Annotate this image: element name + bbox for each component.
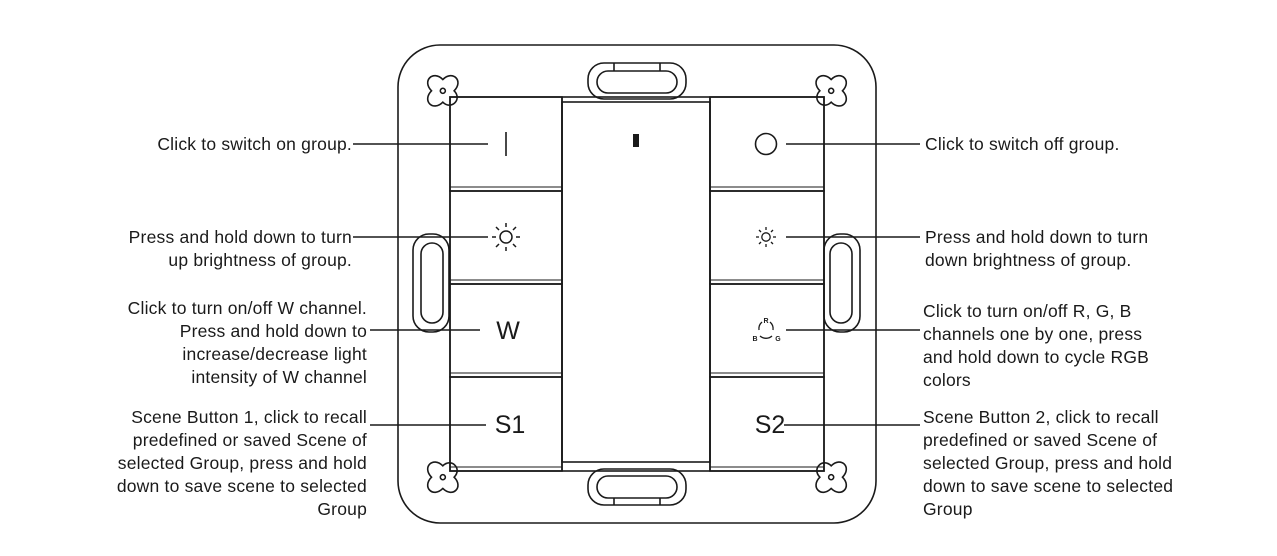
led-indicator: [633, 134, 639, 147]
rgb-letter-b: B: [752, 336, 757, 343]
rgb-letter-r: R: [763, 318, 768, 325]
off-circle-icon: [754, 132, 778, 156]
w-button-glyph[interactable]: W: [496, 317, 520, 345]
label-w-channel: Click to turn on/off W channel. Press an…: [127, 298, 367, 387]
s1-button-shape: [449, 376, 563, 472]
label-on: Click to switch on group.: [157, 134, 352, 154]
s2-button-shape: [709, 376, 825, 472]
s2-button-glyph[interactable]: S2: [755, 411, 786, 439]
outer-plate: [397, 44, 877, 524]
label-scene2: Scene Button 2, click to recall predefin…: [923, 407, 1174, 519]
s1-button-glyph[interactable]: S1: [495, 411, 526, 439]
right-side-slot: [823, 233, 861, 333]
label-off: Click to switch off group.: [925, 134, 1120, 154]
label-brightness-down: Press and hold down to turn down brightn…: [925, 227, 1149, 270]
corner-mount-top-right: [815, 74, 848, 107]
center-column: [561, 101, 711, 463]
label-scene1: Scene Button 1, click to recall predefin…: [116, 407, 367, 519]
left-side-slot: [412, 233, 450, 333]
sun-small-icon: [756, 227, 776, 247]
sun-large-icon: [492, 223, 520, 251]
top-slot: [587, 62, 687, 100]
label-rgb-channel: Click to turn on/off R, G, B channels on…: [923, 301, 1150, 390]
rgb-letter-g: G: [775, 336, 781, 343]
bottom-slot: [587, 468, 687, 506]
corner-mount-bottom-left: [426, 461, 459, 494]
label-brightness-up: Press and hold down to turn up brightnes…: [128, 227, 352, 270]
corner-mount-top-left: [426, 74, 459, 107]
rgb-cycle-icon: [758, 321, 774, 339]
corner-mount-bottom-right: [815, 461, 848, 494]
